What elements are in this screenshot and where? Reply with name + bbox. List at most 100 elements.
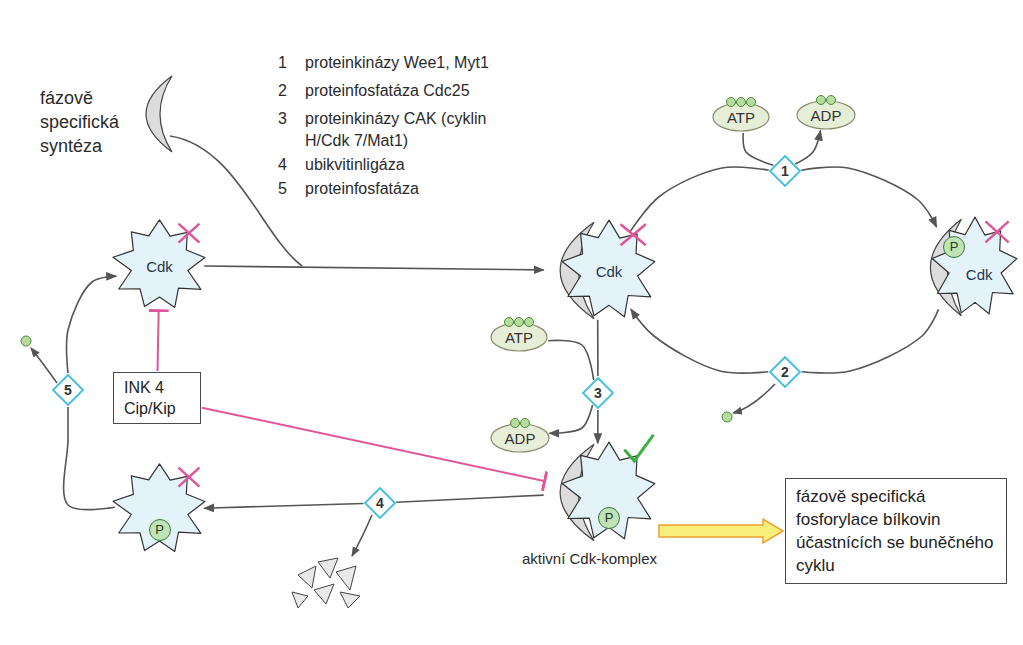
reaction-arrow [743, 133, 773, 165]
inactive-cross [621, 224, 646, 245]
enzyme-label: ubikvitinligáza [305, 154, 565, 176]
callout-number: 4 [278, 154, 287, 176]
callout-number: 5 [64, 382, 72, 398]
phosphate-dot [722, 412, 732, 422]
callout-number: 1 [278, 52, 287, 74]
reaction-arrow [631, 309, 768, 373]
callout-number: 3 [594, 385, 602, 401]
phosphate-dot [21, 336, 31, 346]
cdk-star [562, 220, 655, 317]
active-cdk-complex: Paktivní Cdk-komplex [540, 440, 655, 545]
nucleotide-label: ADP [505, 430, 536, 447]
cdk-shape: P [112, 462, 207, 557]
complex-caption: aktivní Cdk-komplex [522, 549, 662, 568]
diamond-outline [583, 378, 613, 408]
atp-oval: ATP [490, 322, 548, 352]
cdk-complex: PCdk [912, 215, 1017, 320]
box-text: INK 4 Cip/Kip [124, 377, 190, 419]
diamond-outline [770, 156, 800, 186]
box-text: fázově specifická fosforylace bílkovin ú… [796, 485, 996, 577]
synthesis-label: fázově specifická syntéza [40, 86, 144, 158]
output-box: fázově specifická fosforylace bílkovin ú… [785, 478, 1007, 584]
nucleotide-label: ATP [727, 109, 755, 126]
cdk-label: Cdk [146, 257, 173, 274]
cyclin-shape [146, 76, 172, 152]
atp-oval: ATP [712, 102, 770, 132]
cyclin-fragments [292, 558, 360, 608]
reaction-arrow [64, 407, 115, 510]
enzyme-diamond: 2 [769, 356, 801, 388]
inhibition-line [158, 310, 159, 371]
nucleotide-label: ATP [505, 329, 533, 346]
active-check [625, 436, 653, 461]
enzyme-diamond: 5 [52, 374, 84, 406]
cdk-star [113, 464, 205, 552]
reaction-arrow [204, 503, 363, 508]
nucleotide-oval [713, 103, 769, 131]
reaction-arrow [597, 320, 599, 376]
phosphate-label: P [943, 236, 965, 258]
callout-number: 3 [278, 108, 287, 130]
enzyme-label: proteinfosfatáza [305, 178, 565, 200]
nucleotide-label: ADP [811, 107, 842, 124]
phosphate-dot [511, 419, 520, 428]
enzyme-label: proteinkinázy CAK (cyklin H/Cdk 7/Mat1) [305, 108, 490, 152]
nucleotide-oval [491, 323, 547, 351]
callout-number: 5 [278, 178, 287, 200]
reaction-arrow [550, 405, 593, 433]
callout-number: 2 [278, 80, 287, 102]
phosphate-label: P [149, 519, 171, 541]
release-arrow [733, 384, 775, 413]
diamond-outline [365, 488, 395, 518]
phosphate-dot [737, 98, 746, 107]
output-arrow [659, 519, 783, 543]
cdk-star [932, 217, 1017, 314]
phosphate-label: P [598, 507, 620, 529]
enzyme-diamond: 1 [769, 155, 801, 187]
nucleotide-oval [491, 424, 549, 452]
cdk-shape: Cdk [112, 218, 207, 313]
reaction-arrow [396, 495, 543, 502]
reaction-arrow [795, 131, 820, 164]
cdk-complex-outline [912, 215, 1017, 320]
phosphate-dot [727, 98, 736, 107]
inactive-cross [179, 224, 200, 243]
reaction-arrow [630, 167, 768, 231]
phosphate-dot [827, 96, 836, 105]
inactive-cross [179, 468, 200, 487]
phosphate-dot [515, 318, 524, 327]
release-arrow [31, 348, 57, 383]
cdk-star [113, 220, 205, 308]
degradation-arrow [352, 515, 372, 556]
phosphate-dot [817, 96, 826, 105]
reaction-arrow [597, 410, 599, 443]
cdk-label: Cdk [966, 265, 993, 282]
cdk-star [562, 442, 655, 539]
active-cdk-complex-outline [540, 440, 655, 545]
callout-number: 2 [781, 364, 789, 380]
reaction-arrow [204, 266, 543, 270]
diamond-outline [53, 375, 83, 405]
adp-oval: ADP [796, 100, 856, 130]
phosphate-dot [747, 98, 756, 107]
cdk-label: Cdk [596, 262, 623, 279]
synthesis-line [170, 136, 302, 266]
inactive-cross [986, 221, 1009, 242]
reaction-arrow [66, 276, 116, 373]
cdk-shape-outline [112, 462, 207, 557]
enzyme-label: proteinkinázy Wee1, Myt1 [305, 52, 565, 74]
enzyme-diamond: 4 [364, 487, 396, 519]
reaction-arrow [801, 167, 936, 227]
phosphate-dot [525, 318, 534, 327]
diamond-outline [770, 357, 800, 387]
inhibitor-box: INK 4 Cip/Kip [113, 372, 201, 424]
enzyme-diamond: 3 [582, 377, 614, 409]
nucleotide-oval [797, 101, 855, 129]
phosphate-dot [521, 419, 530, 428]
phosphate-dot [505, 318, 514, 327]
callout-number: 4 [376, 495, 384, 511]
cdk-complex: Cdk [540, 218, 655, 323]
adp-oval: ADP [490, 423, 550, 453]
reaction-arrow [802, 309, 939, 373]
callout-number: 1 [781, 163, 789, 179]
